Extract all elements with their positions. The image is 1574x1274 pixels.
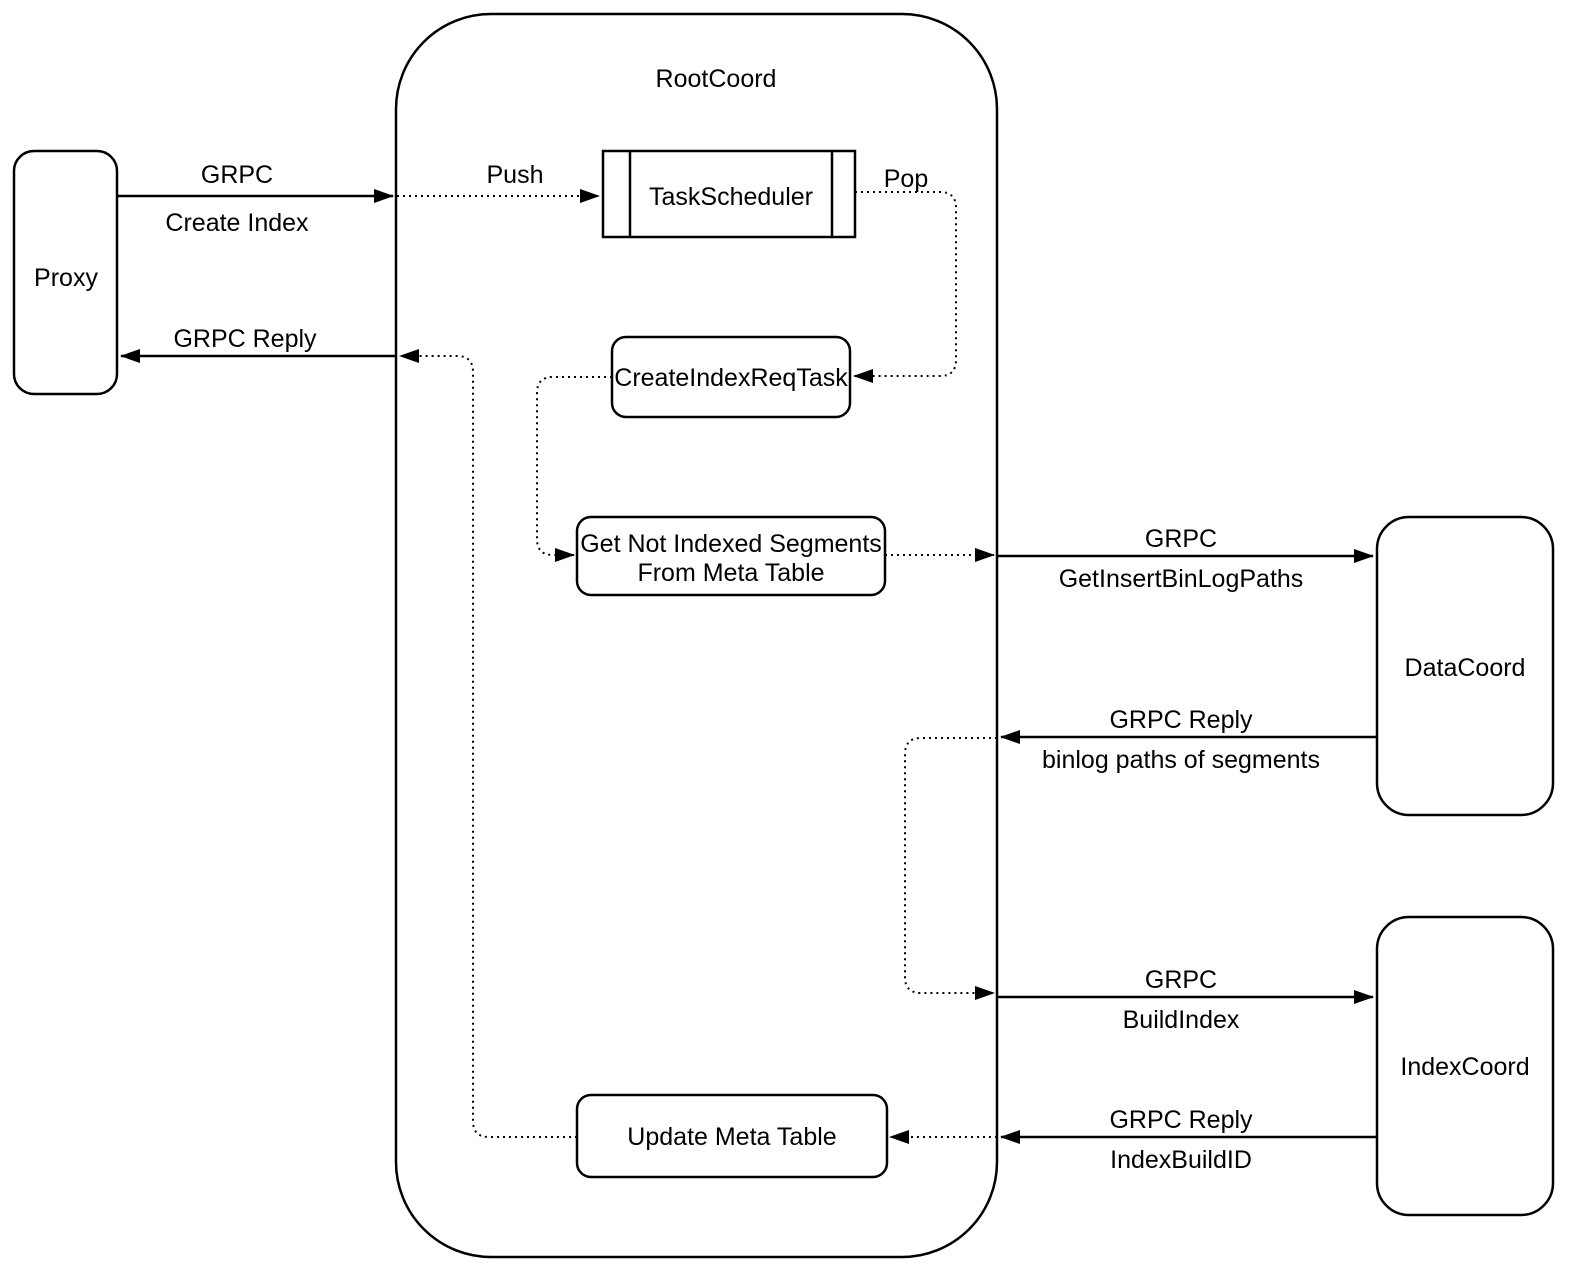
- rootcoord-label: RootCoord: [656, 65, 777, 93]
- datacoord-label: DataCoord: [1405, 654, 1526, 682]
- grpc-create-index-label-line1: GRPC: [201, 161, 273, 189]
- task-scheduler-node: [601, 149, 857, 239]
- update-meta-table-label: Update Meta Table: [627, 1123, 836, 1151]
- indexcoord-label: IndexCoord: [1400, 1053, 1529, 1081]
- proxy-label: Proxy: [34, 264, 98, 292]
- get-not-indexed-segments-node: [575, 515, 887, 597]
- datacoord-node: [1375, 515, 1555, 817]
- grpc-reply-to-proxy-label: GRPC Reply: [173, 325, 317, 353]
- pop-label: Pop: [884, 165, 928, 193]
- grpc-getinsertbinlogpaths-label-line1: GRPC: [1145, 525, 1217, 553]
- create-index-req-task-label: CreateIndexReqTask: [614, 364, 848, 392]
- grpc-reply-indexbuildid-label-line1: GRPC Reply: [1109, 1106, 1253, 1134]
- grpc-buildindex-label-line1: GRPC: [1145, 966, 1217, 994]
- grpc-reply-binlog-paths-label-line2: binlog paths of segments: [1042, 746, 1320, 774]
- grpc-buildindex-label-line2: BuildIndex: [1123, 1006, 1240, 1034]
- updatemeta-to-reply-arrow: [399, 349, 577, 1138]
- task-scheduler-label: TaskScheduler: [649, 183, 813, 211]
- push-label: Push: [487, 161, 544, 189]
- grpc-create-index-label-line2: Create Index: [165, 209, 309, 237]
- proxy-node: [12, 149, 119, 396]
- grpc-reply-indexbuildid-label-line2: IndexBuildID: [1110, 1146, 1252, 1174]
- grpc-getinsertbinlogpaths-label-line2: GetInsertBinLogPaths: [1059, 565, 1304, 593]
- pop-arrow: [853, 191, 957, 383]
- update-meta-table-node: [575, 1093, 889, 1179]
- get-not-indexed-segments-label-line2: From Meta Table: [637, 559, 824, 587]
- indexcoord-node: [1375, 915, 1555, 1217]
- createindexreqtask-to-getsegments-arrow: [536, 376, 612, 562]
- get-not-indexed-segments-label-line1: Get Not Indexed Segments: [580, 530, 882, 558]
- create-index-req-task-node: [610, 335, 852, 419]
- task-scheduler-box: [601, 149, 857, 239]
- grpc-reply-binlog-paths-label-line1: GRPC Reply: [1109, 706, 1253, 734]
- rootcoord-container: [394, 12, 999, 1259]
